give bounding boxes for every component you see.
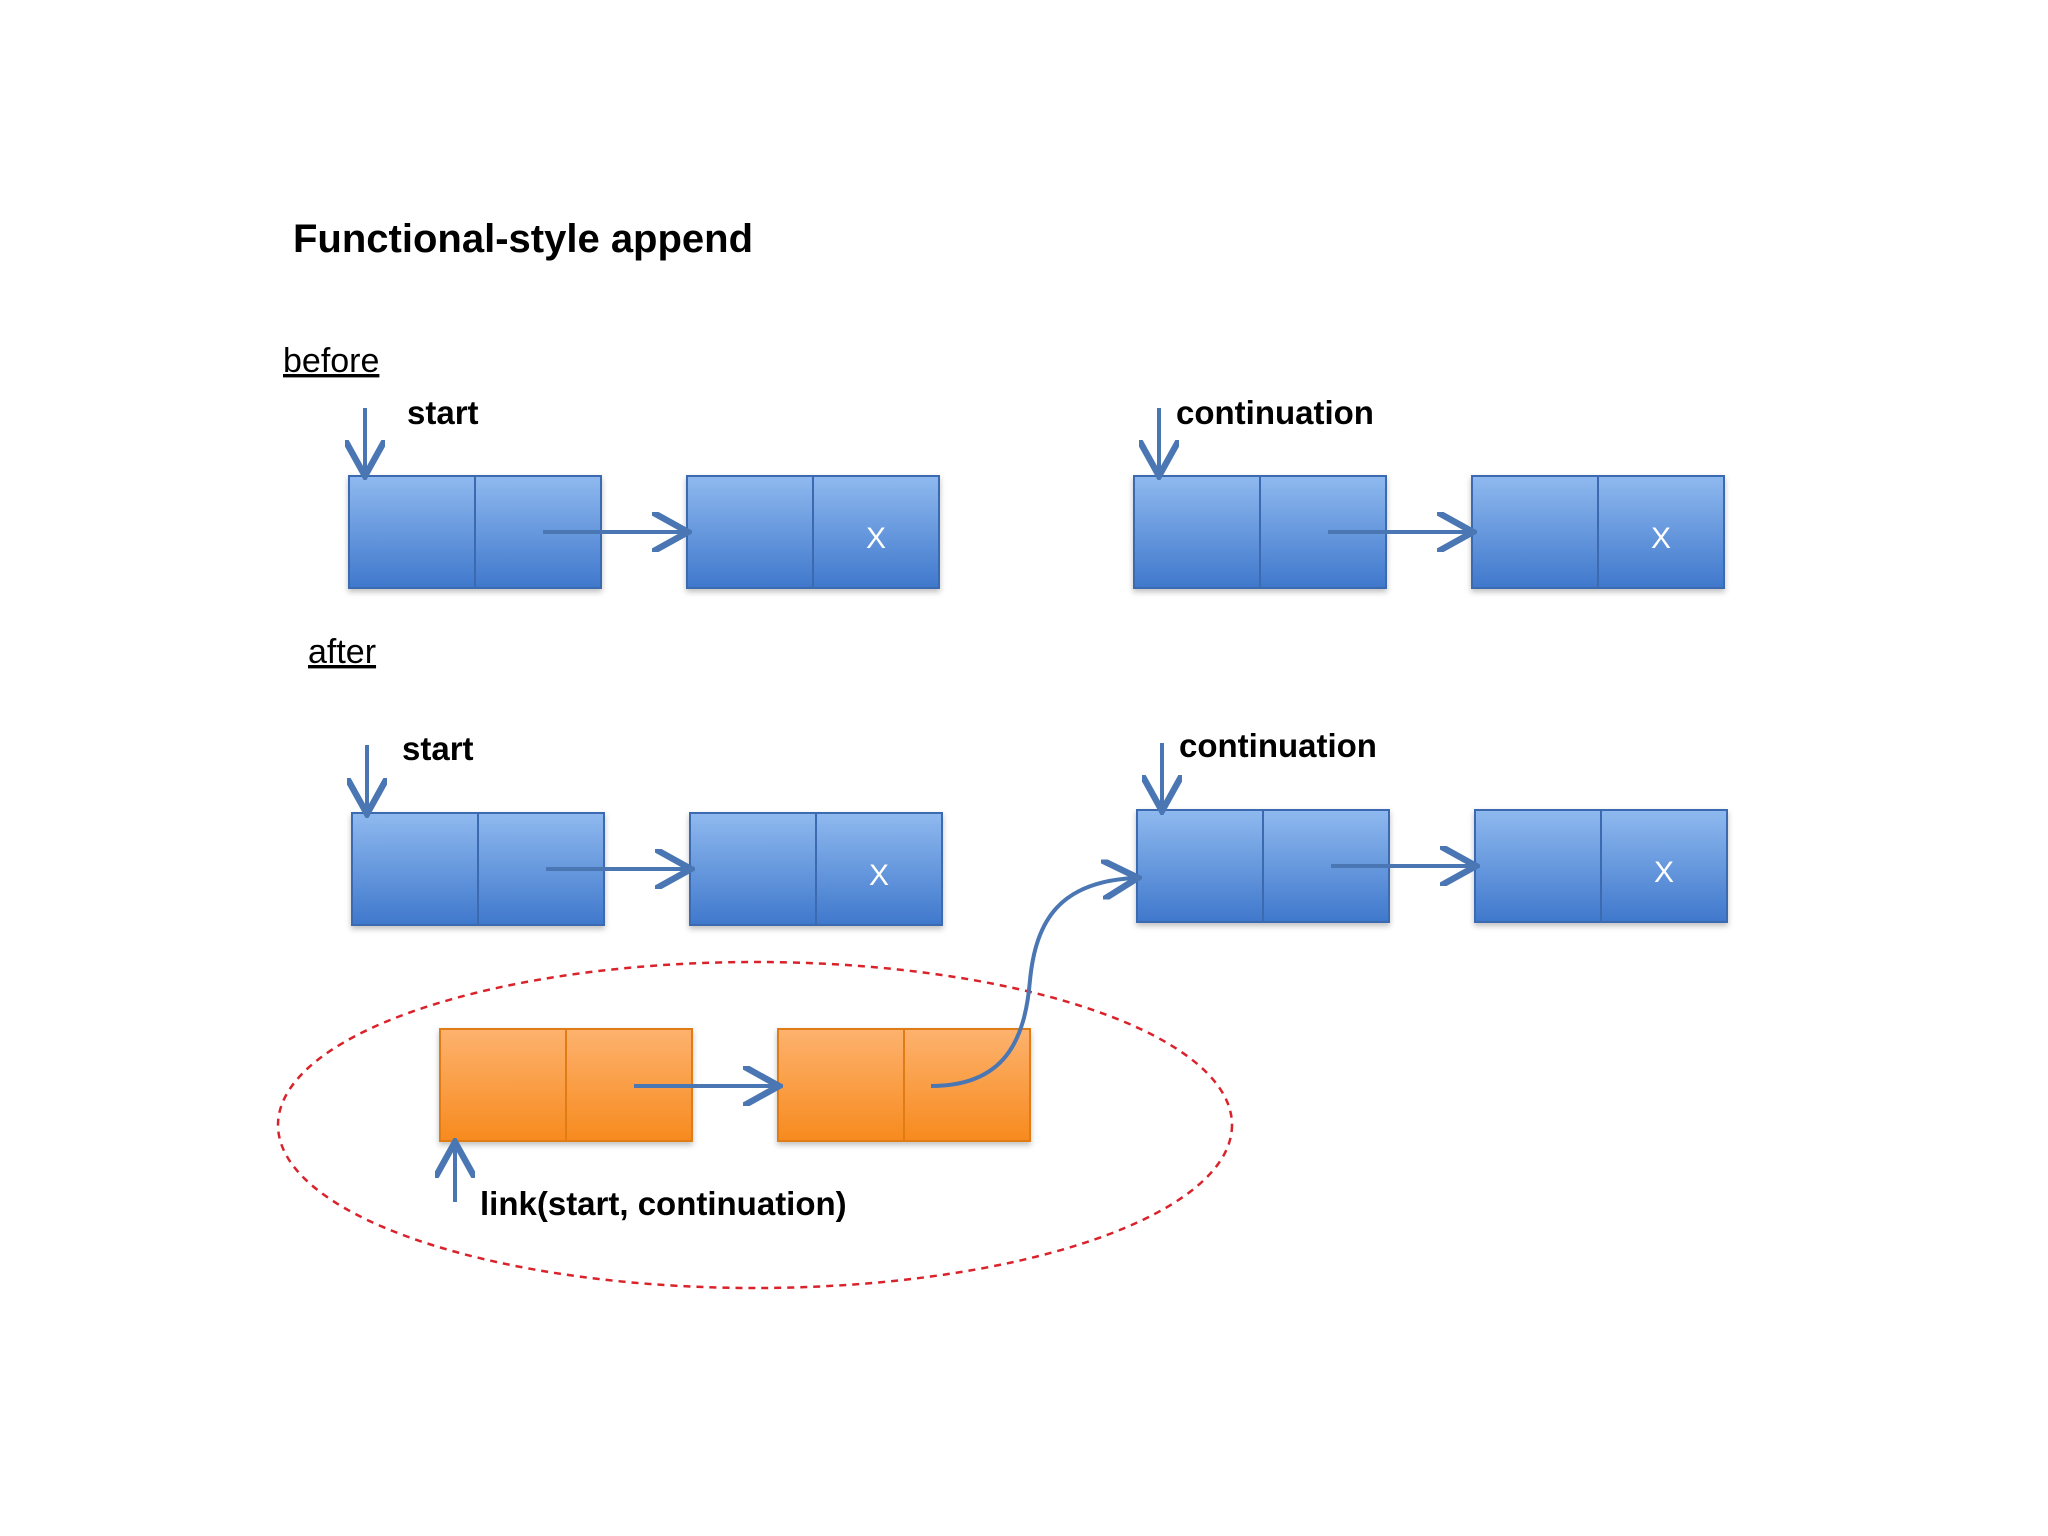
diagram-title: Functional-style append (293, 217, 753, 261)
copied-list (439, 878, 1134, 1142)
after-continuation-list: X (1136, 809, 1728, 923)
start-label: start (407, 394, 479, 431)
after-start-list: X (351, 812, 943, 926)
list-node (1474, 809, 1728, 923)
before-start-list: X (348, 475, 940, 589)
start-label: start (402, 730, 474, 767)
continuation-label: continuation (1179, 727, 1377, 764)
null-marker: X (869, 859, 889, 892)
copied-list-node (777, 1028, 1031, 1142)
list-node (689, 812, 943, 926)
continuation-label: continuation (1176, 394, 1374, 431)
new-list-highlight-ellipse (276, 960, 1234, 1290)
link-to-continuation-arrow (930, 878, 1134, 1088)
null-marker: X (1654, 856, 1674, 889)
list-node (686, 475, 940, 589)
before-continuation-list: X (1133, 475, 1725, 589)
null-marker: X (866, 522, 886, 555)
list-node (1471, 475, 1725, 589)
section-before-label: before (283, 342, 379, 380)
section-after-label: after (308, 633, 376, 671)
null-marker: X (1651, 522, 1671, 555)
link-call-label: link(start, continuation) (480, 1185, 847, 1222)
